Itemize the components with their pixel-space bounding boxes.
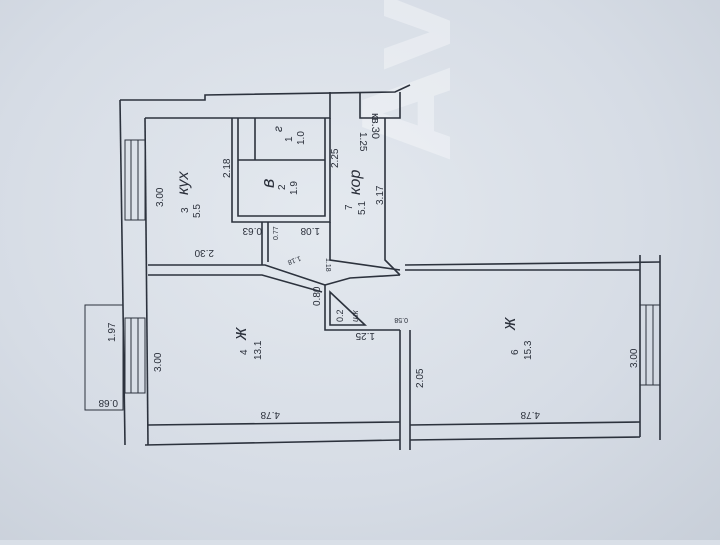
dim-room4-width: 3.00 <box>153 352 164 372</box>
dimension-labels: 3.00 2.30 2.18 2.25 1.25 3.17 1.08 0.63 … <box>98 132 640 420</box>
room-5-area: 0.2 <box>335 309 345 322</box>
dim-closet-small: 0.58 <box>394 316 408 323</box>
walls <box>119 84 661 450</box>
room-7-name: кор <box>347 170 364 195</box>
watermark: Avito <box>340 0 479 160</box>
dim-kitchen-side: 2.18 <box>222 158 233 178</box>
dim-corridor-width: 1.08 <box>300 225 320 236</box>
dim-kitchen-width: 3.00 <box>155 187 166 207</box>
room-3-area: 5.5 <box>192 204 203 218</box>
dim-corridor-length: 3.17 <box>375 185 386 205</box>
room-7-number: 7 <box>344 204 355 210</box>
dim-diag-a: 1.18 <box>286 254 301 265</box>
windows <box>124 139 661 394</box>
room-3-number: 3 <box>180 207 191 213</box>
room-4-name: ж <box>230 326 250 341</box>
dim-balcony-depth: 0.68 <box>98 397 118 408</box>
room-6-number: 6 <box>510 349 521 355</box>
dim-room6-side: 2.05 <box>415 368 426 388</box>
room-4-number: 4 <box>239 349 250 355</box>
room-4-area: 13.1 <box>253 340 264 360</box>
room-7-area: 5.1 <box>357 201 368 215</box>
dim-diag-b: 1.18 <box>324 258 331 272</box>
room-6-area: 15.3 <box>523 340 534 360</box>
room-1-area: 1.0 <box>296 131 307 145</box>
apartment-label: кв.30 <box>369 113 381 139</box>
dim-closet-side: 0.80 <box>312 286 323 306</box>
room-2-number: 2 <box>277 184 288 190</box>
dim-bath-length: 2.25 <box>330 148 341 168</box>
room-labels: кв.30 г 1 1.0 в 2 1.9 кух 3 5.5 ж 4 13.1… <box>175 113 534 360</box>
dim-niche-a: 0.63 <box>242 225 262 236</box>
dim-closet-back: 1.25 <box>355 330 375 341</box>
balcony <box>84 304 124 411</box>
dim-kitchen-depth: 2.30 <box>194 247 214 258</box>
dim-balcony-length: 1.97 <box>107 322 118 342</box>
dim-niche-b: 0.77 <box>273 226 280 240</box>
room-1-number: 1 <box>284 136 295 142</box>
room-1-name: г <box>271 126 285 132</box>
room-2-area: 1.9 <box>289 181 300 195</box>
dim-room6-width: 3.00 <box>629 348 640 368</box>
room-6-name: ж <box>499 316 519 331</box>
room-3-name: кух <box>175 170 192 195</box>
room-2-name: в <box>258 179 278 188</box>
dim-corridor-end: 1.25 <box>357 132 368 152</box>
dim-room4-length: 4.78 <box>260 409 280 420</box>
room-5-name: шк <box>350 310 360 322</box>
dim-room6-length: 4.78 <box>520 409 540 420</box>
